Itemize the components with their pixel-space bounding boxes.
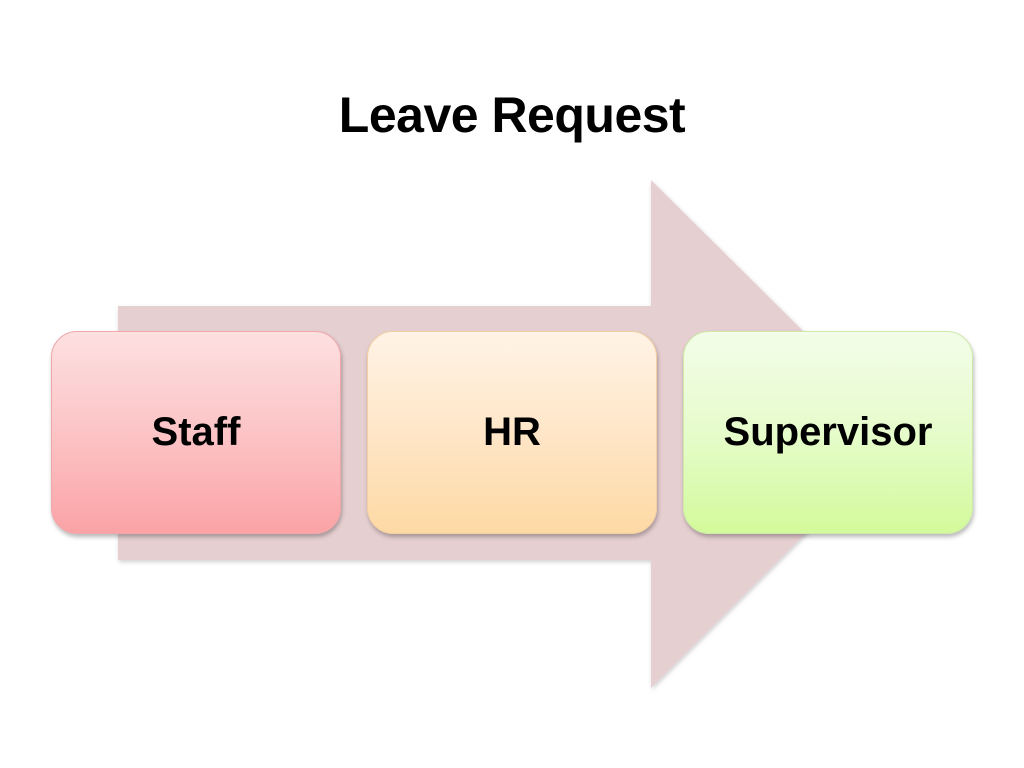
step-label-staff: Staff	[151, 410, 241, 454]
step-box-hr: HR	[367, 331, 657, 534]
step-label-supervisor: Supervisor	[723, 410, 933, 454]
step-label-hr: HR	[483, 410, 541, 454]
step-box-staff: Staff	[51, 331, 341, 534]
step-box-supervisor: Supervisor	[683, 331, 973, 534]
page-title: Leave Request	[338, 87, 686, 143]
